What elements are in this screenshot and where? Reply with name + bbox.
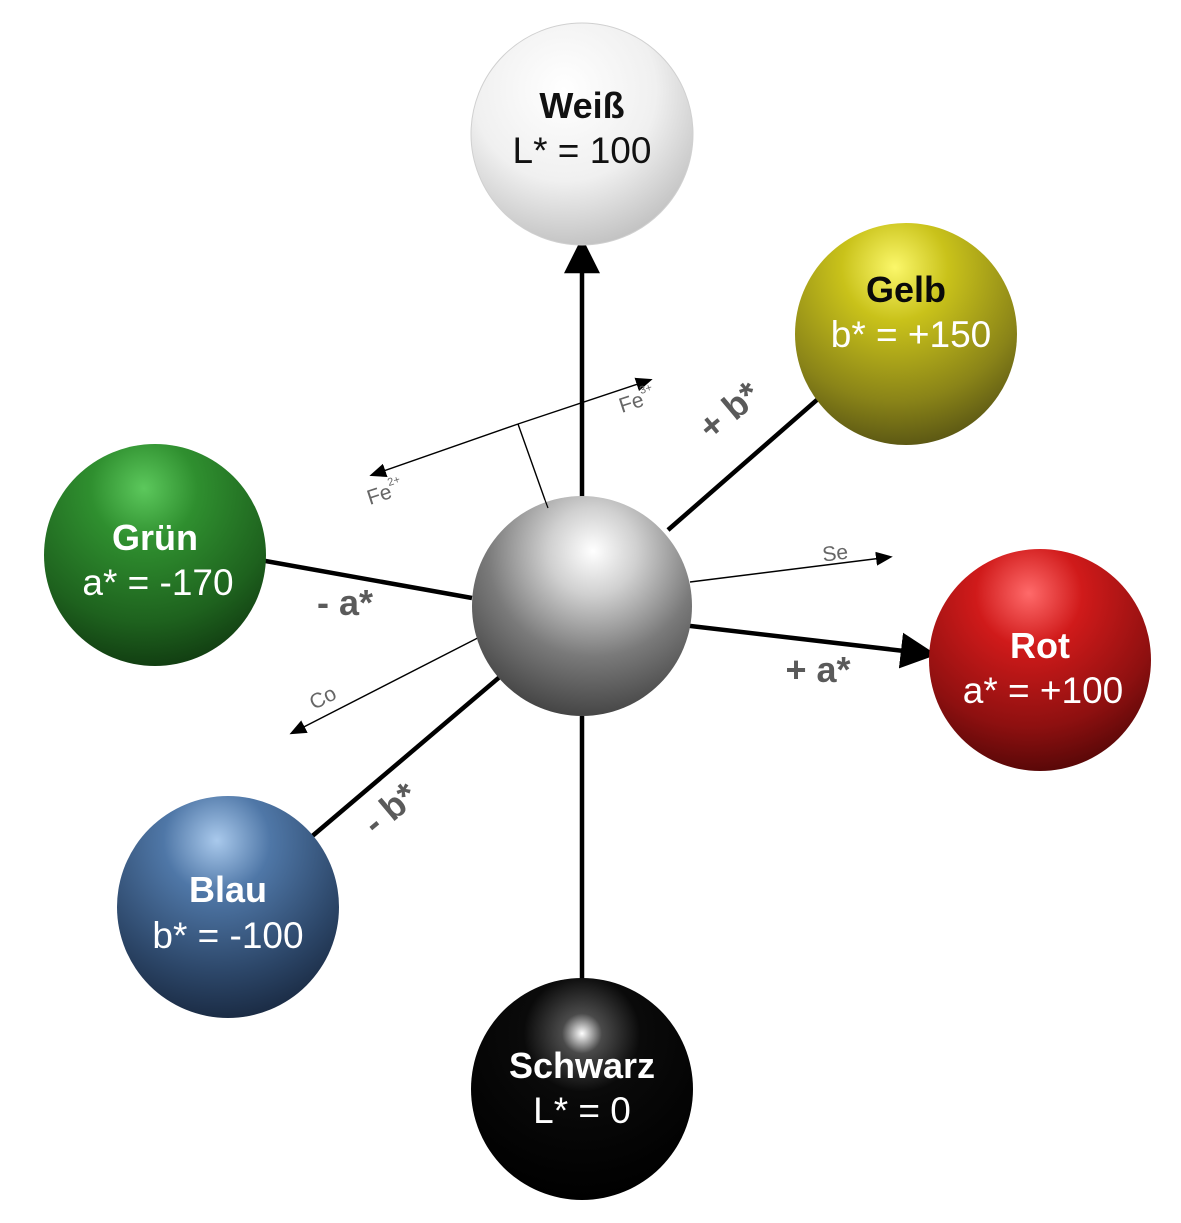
sphere-blue-title: Blau [189,869,267,910]
center-ion-tick-fe [544,499,549,509]
sphere-white: Weiß L* = 100 [470,22,694,246]
sphere-black-ball [471,978,693,1200]
sphere-black-value: L* = 0 [533,1090,631,1131]
fe-axis-stem [517,423,546,501]
sphere-red-ball [929,549,1151,771]
sphere-red-value: a* = +100 [963,670,1123,711]
co-arrow [289,623,506,735]
sphere-red: Rot a* = +100 [929,549,1151,771]
fe2-label: Fe 2+ [364,474,402,510]
se-label: Se [821,541,849,567]
fe-axis-arrow-fe2 [369,423,519,477]
sphere-yellow-value: b* = +150 [831,314,991,355]
sphere-black: Schwarz L* = 0 [471,978,693,1200]
fe3-label: Fe 3+ [616,382,654,418]
sphere-green-ball [44,444,266,666]
sphere-center-ball [472,496,692,716]
sphere-white-ball [470,22,694,246]
se-arrow [689,551,893,583]
co-label: Co [306,682,340,715]
sphere-blue-value: b* = -100 [152,915,303,956]
sphere-white-value: L* = 100 [513,130,652,171]
sphere-center [472,496,692,716]
minus-a-label: - a* [317,582,373,623]
plus-b-label: + b* [690,373,768,447]
minus-a-arrow [225,542,473,601]
sphere-blue-ball [117,796,339,1018]
fe3-label-sup: 3+ [638,382,654,397]
sphere-white-title: Weiß [539,85,624,126]
plus-a-label: + a* [785,649,850,690]
ion-arrows [289,377,893,735]
fe2-label-sup: 2+ [386,474,402,489]
minus-b-label: - b* [355,774,426,843]
sphere-yellow: Gelb b* = +150 [795,223,1017,445]
sphere-green-value: a* = -170 [82,562,233,603]
minus-b-arrow [308,645,537,840]
sphere-blue: Blau b* = -100 [117,796,339,1018]
sphere-green: Grün a* = -170 [44,444,266,666]
plus-a-arrow [664,620,937,669]
sphere-yellow-ball [795,223,1017,445]
sphere-yellow-title: Gelb [866,269,946,310]
sphere-green-title: Grün [112,517,198,558]
sphere-red-title: Rot [1010,625,1070,666]
sphere-black-title: Schwarz [509,1045,655,1086]
